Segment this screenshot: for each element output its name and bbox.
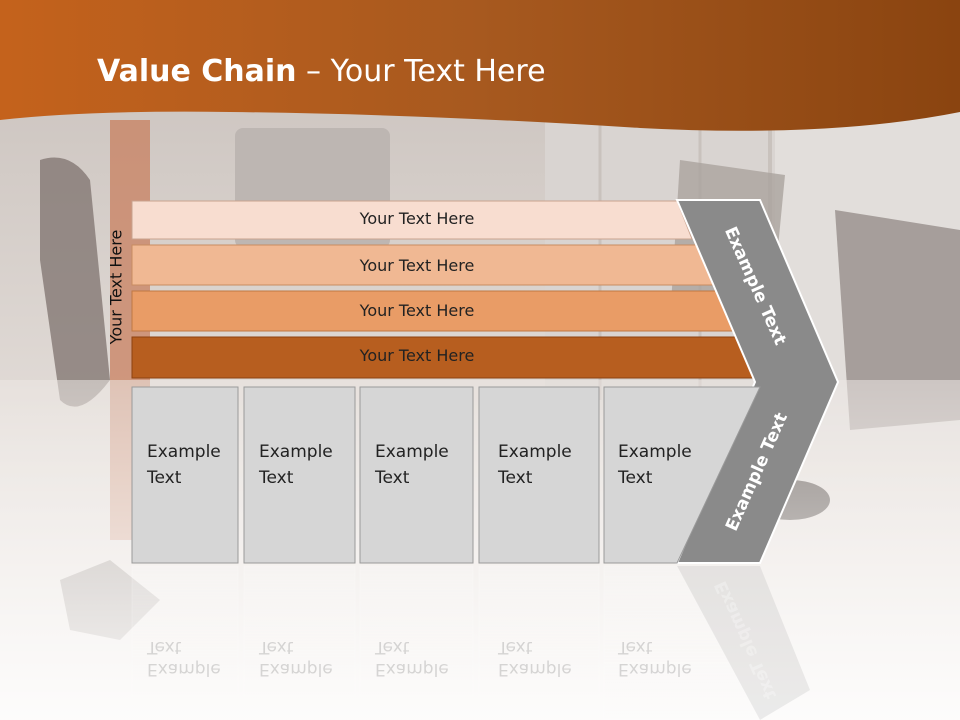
box-5-line1: Example	[618, 442, 692, 462]
box-2	[243, 386, 356, 564]
box-5-reflection-line2: Text	[618, 637, 653, 657]
box-2-label: Example Text	[259, 439, 349, 491]
bar-3-label: Your Text Here	[359, 301, 475, 320]
box-3-reflection-line1: Example	[375, 659, 449, 679]
box-1-reflection-line2: Text	[147, 637, 182, 657]
box-1-line2: Text	[147, 468, 182, 488]
box-3	[359, 386, 474, 564]
bar-4-label: Your Text Here	[359, 346, 475, 365]
box-4	[478, 386, 600, 564]
box-1-line1: Example	[147, 442, 221, 462]
box-5-label: Example Text	[618, 439, 708, 491]
side-label-text: Your Text Here	[106, 229, 126, 345]
slide-title: Value Chain – Your Text Here	[97, 54, 546, 89]
box-3-line2: Text	[375, 468, 410, 488]
box-3-reflection-line2: Text	[375, 637, 410, 657]
box-4-reflection-line1: Example	[498, 659, 572, 679]
diagram-reflection	[131, 565, 810, 720]
box-5-reflection: Example Text	[618, 636, 708, 680]
box-5-line2: Text	[618, 468, 653, 488]
box-2-reflection: Example Text	[259, 636, 349, 680]
box-3-line1: Example	[375, 442, 449, 462]
box-2-line2: Text	[259, 468, 294, 488]
box-5	[603, 386, 761, 564]
box-2-line1: Example	[259, 442, 333, 462]
box-3-reflection: Example Text	[375, 636, 465, 680]
box-4-reflection-line2: Text	[498, 637, 533, 657]
title-banner	[0, 0, 960, 131]
box-4-line2: Text	[498, 468, 533, 488]
box-2-reflection-line1: Example	[259, 659, 333, 679]
box-1-reflection-line1: Example	[147, 659, 221, 679]
box-2-reflection-line2: Text	[259, 637, 294, 657]
title-bold: Value Chain	[97, 54, 297, 89]
box-3-label: Example Text	[375, 439, 465, 491]
bar-1-label: Your Text Here	[359, 209, 475, 228]
box-1-reflection: Example Text	[147, 636, 237, 680]
box-5-reflection-line1: Example	[618, 659, 692, 679]
box-1-label: Example Text	[147, 439, 237, 491]
box-1	[131, 386, 239, 564]
title-rest: – Your Text Here	[296, 54, 546, 89]
box-4-reflection: Example Text	[498, 636, 588, 680]
box-4-label: Example Text	[498, 439, 588, 491]
box-4-line1: Example	[498, 442, 572, 462]
bar-1	[131, 200, 693, 240]
bar-2-label: Your Text Here	[359, 256, 475, 275]
